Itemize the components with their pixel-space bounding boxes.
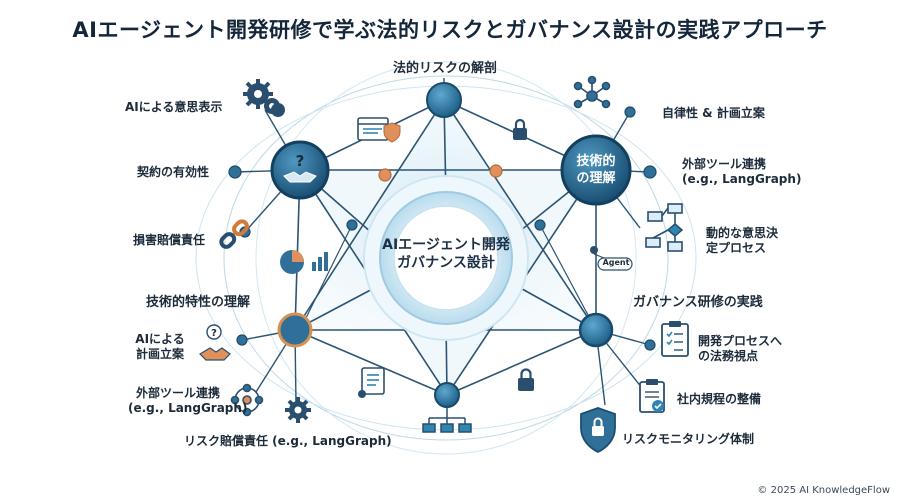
- right-hub-line2: の理解: [576, 171, 616, 186]
- right-item-process: 開発プロセスへ の法務視点: [698, 334, 782, 364]
- right-item-monitoring: リスクモニタリング体制: [622, 432, 755, 446]
- right-item-dynamic-line1: 動的な意思決: [706, 226, 779, 240]
- gears-icon: [243, 79, 280, 114]
- hub-left-upper: [270, 140, 330, 200]
- right-hub-line1: 技術的: [576, 154, 616, 169]
- left-item-planning-line2: 計画立案: [135, 347, 184, 361]
- node-orange-2: [489, 164, 503, 178]
- handshake-icon-lower: ?: [199, 324, 231, 361]
- node-orange-1: [378, 168, 392, 182]
- left-item-intent: AIによる意思表示: [125, 100, 223, 114]
- network-node-icon: [573, 75, 611, 109]
- right-item-tools: 外部ツール連携 (e.g., LangGraph): [682, 157, 801, 187]
- top-label: 法的リスクの解剖: [392, 61, 497, 76]
- scroll-document-icon: [358, 367, 385, 398]
- node-left-lower: [236, 334, 248, 346]
- svg-text:?: ?: [211, 328, 217, 339]
- padlock-icon: [513, 118, 527, 140]
- gear-icon: [285, 397, 311, 423]
- padlock-icon-2: [518, 368, 534, 391]
- handshake-question-icon: ?: [283, 152, 317, 183]
- right-item-autonomy: 自律性 & 計画立案: [662, 106, 765, 120]
- left-section-title: 技術的特性の理解: [146, 295, 251, 310]
- left-item-planning-line1: AIによる: [135, 332, 185, 346]
- clipboard-checklist-icon: [661, 321, 689, 357]
- right-item-rules: 社内規程の整備: [677, 392, 762, 406]
- page-title: AIエージェント開発研修で学ぶ法的リスクとガバナンス設計の実践アプローチ: [72, 18, 828, 42]
- svg-text:?: ?: [296, 152, 305, 170]
- clipboard-check-icon: [639, 379, 665, 413]
- shield-icon: [383, 122, 401, 143]
- right-section-title: ガバナンス研修の実践: [633, 295, 763, 310]
- node-right-lower-1: [644, 339, 656, 351]
- left-item-planning: AIによる 計画立案: [130, 332, 190, 362]
- right-hub-label: 技術的 の理解: [566, 153, 626, 187]
- right-item-tools-line2: (e.g., LangGraph): [682, 172, 802, 186]
- bottom-node: [434, 382, 460, 408]
- center-label-line1: AIエージェント開発: [382, 237, 510, 253]
- network-ring-icon: [230, 383, 264, 417]
- pie-chart-icon: [280, 250, 328, 274]
- agent-tag-icon: [590, 246, 633, 271]
- hub-right-lower: [578, 312, 614, 348]
- node-mid-right: [534, 219, 546, 231]
- center-label-line2: ガバナンス設計: [397, 255, 495, 271]
- org-chart-icon: [422, 407, 472, 433]
- node-right-upper-2: [624, 106, 636, 118]
- copyright-footer: © 2025 AI KnowledgeFlow: [757, 485, 890, 496]
- left-item-tools-line2: (e.g., LangGraph): [128, 401, 248, 415]
- browser-window-icon: [357, 117, 389, 141]
- right-item-tools-line1: 外部ツール連携: [682, 157, 767, 171]
- node-right-upper-1: [643, 165, 657, 179]
- right-item-dynamic-line2: 定プロセス: [706, 241, 767, 255]
- hub-right-upper: [560, 134, 632, 206]
- left-item-tools-line1: 外部ツール連携: [135, 386, 220, 400]
- hub-left-lower: [277, 312, 313, 348]
- gear-small-icon: [271, 103, 285, 117]
- agent-tag-label: Agent: [602, 258, 630, 267]
- left-bottom-label: リスク賠償責任 (e.g., LangGraph): [184, 434, 392, 448]
- right-item-dynamic: 動的な意思決 定プロセス: [706, 226, 778, 256]
- flowchart-icon: [645, 203, 684, 252]
- shield-lock-icon: [580, 407, 616, 454]
- broken-chain-icon: [219, 219, 249, 249]
- center-label: AIエージェント開発 ガバナンス設計: [376, 236, 516, 272]
- center-disc: [363, 175, 529, 341]
- left-item-contract: 契約の有効性: [137, 165, 210, 179]
- node-left-upper-1: [228, 165, 242, 179]
- left-item-tools: 外部ツール連携 (e.g., LangGraph): [128, 386, 248, 416]
- left-item-damages: 損害賠償責任: [133, 233, 206, 247]
- node-mid-left: [346, 219, 358, 231]
- right-item-process-line1: 開発プロセスへ: [698, 334, 783, 348]
- right-item-process-line2: の法務視点: [698, 349, 759, 363]
- top-node: [426, 82, 462, 118]
